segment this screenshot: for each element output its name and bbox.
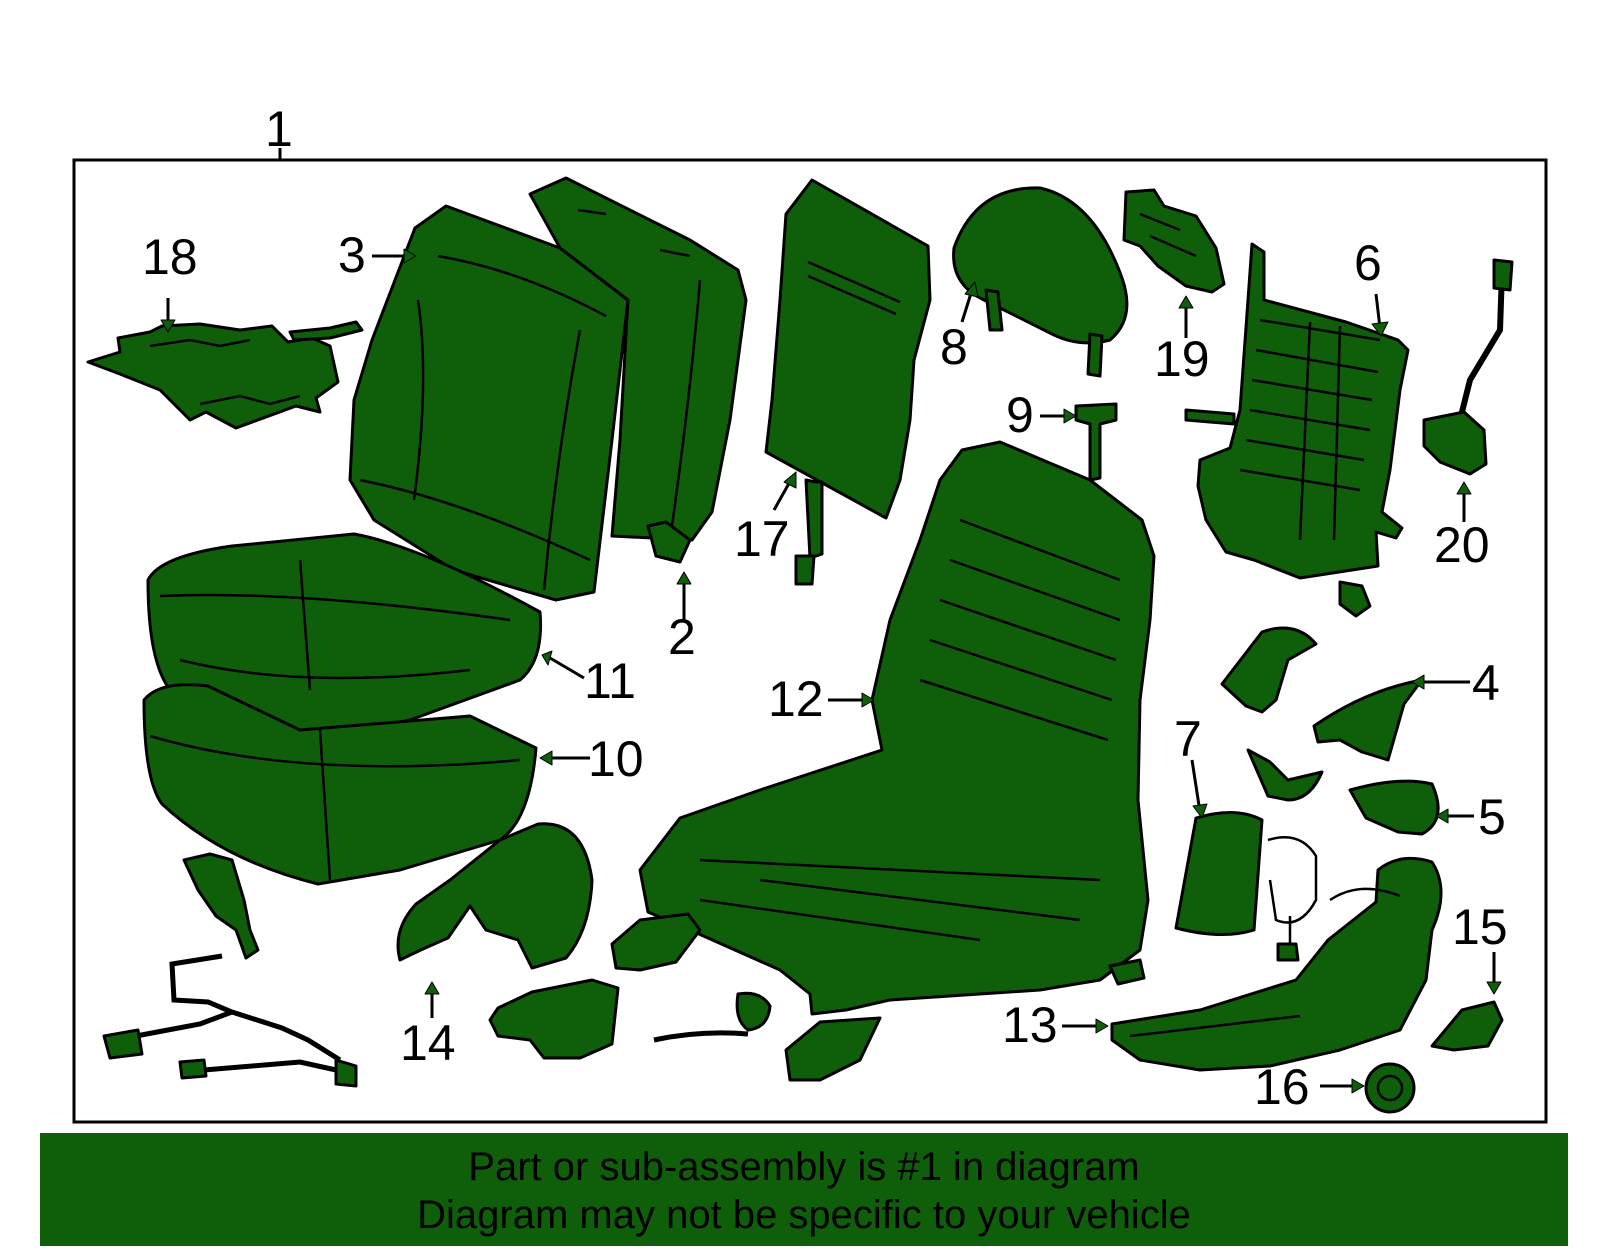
part-13-side-shield[interactable] <box>1110 856 1443 1072</box>
callout-5: 5 <box>1478 789 1506 845</box>
part-19-bracket[interactable] <box>1122 188 1226 294</box>
callout-16: 16 <box>1254 1059 1310 1115</box>
part-16-knob[interactable] <box>1364 1062 1416 1114</box>
callout-17: 17 <box>734 511 790 567</box>
callout-1: 1 <box>265 101 293 157</box>
callout-7: 7 <box>1174 711 1202 767</box>
part-5-cover[interactable] <box>1348 779 1440 836</box>
part-15-knob-cover[interactable] <box>1430 1000 1504 1052</box>
callout-8: 8 <box>940 319 968 375</box>
callout-14: 14 <box>400 1015 456 1071</box>
callout-19: 19 <box>1154 331 1210 387</box>
callout-18: 18 <box>142 229 198 285</box>
part-18-heater-mat[interactable] <box>86 320 364 430</box>
callout-13: 13 <box>1002 997 1058 1053</box>
part-11-cushion-cover[interactable] <box>146 532 543 744</box>
callout-10: 10 <box>588 731 644 787</box>
leader-lines <box>160 248 1502 1094</box>
part-17-back-board[interactable] <box>764 178 932 586</box>
part-3b-seat-back-pad[interactable] <box>528 176 748 564</box>
banner-line-1: Part or sub-assembly is #1 in diagram <box>468 1145 1140 1189</box>
callout-labels: 1 18 3 2 17 8 9 19 6 20 11 10 12 7 4 5 1… <box>142 101 1508 1115</box>
part-harness[interactable] <box>102 852 358 1088</box>
callout-4: 4 <box>1472 655 1500 711</box>
part-10-cushion-pad[interactable] <box>142 683 538 886</box>
callout-9: 9 <box>1006 387 1034 443</box>
part-20-recliner-cable[interactable] <box>1422 258 1514 476</box>
callout-12: 12 <box>768 671 824 727</box>
disclaimer-banner: Part or sub-assembly is #1 in diagram Di… <box>40 1133 1568 1246</box>
banner-line-2: Diagram may not be specific to your vehi… <box>417 1193 1191 1237</box>
part-12-seat-frame[interactable] <box>610 440 1156 1082</box>
callout-15: 15 <box>1452 899 1508 955</box>
part-9-headrest-guide[interactable] <box>1074 402 1118 482</box>
part-7-shield[interactable] <box>1174 810 1318 962</box>
part-14-inner-shield[interactable] <box>396 822 772 1060</box>
callout-2: 2 <box>668 609 696 665</box>
callout-11: 11 <box>584 653 636 709</box>
part-8-headrest[interactable] <box>952 186 1129 378</box>
part-4-cover[interactable] <box>1220 626 1424 802</box>
callout-6: 6 <box>1354 235 1382 291</box>
callout-3: 3 <box>338 227 366 283</box>
callout-20: 20 <box>1434 517 1490 573</box>
